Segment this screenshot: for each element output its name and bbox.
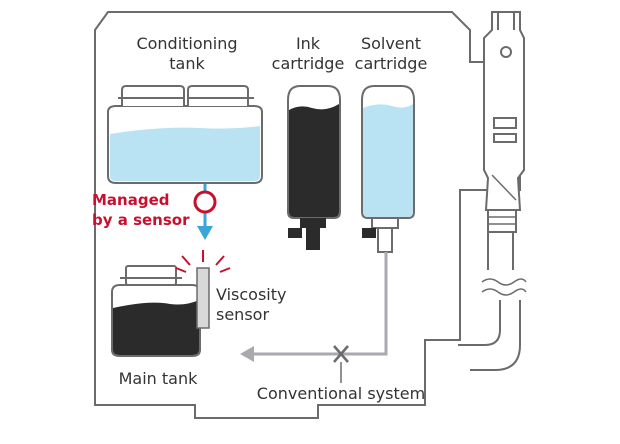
ink-cartridge	[287, 85, 341, 250]
cross-mark	[333, 345, 349, 363]
tube-break-marks	[481, 278, 527, 296]
umbilical-tube-upper	[487, 230, 514, 270]
solvent-cartridge-label: Solvent cartridge	[354, 34, 428, 73]
managed-by-sensor-label: Managed by a sensor	[92, 191, 190, 229]
conventional-pipe	[240, 252, 388, 383]
connector	[487, 209, 517, 233]
conventional-system-label: Conventional system	[256, 384, 426, 403]
conditioning-tank-label: Conditioning tank	[136, 34, 238, 73]
conditioning-tank	[107, 85, 263, 184]
main-tank-label: Main tank	[118, 369, 198, 388]
print-head	[483, 11, 525, 211]
solvent-cartridge	[361, 85, 415, 253]
viscosity-sensor-label: Viscosity sensor	[216, 285, 287, 324]
umbilical-tube	[458, 300, 521, 371]
viscosity-sensor	[175, 250, 231, 329]
main-tank	[111, 265, 201, 357]
managed-flow-arrow	[193, 184, 217, 240]
ink-cartridge-label: Ink cartridge	[271, 34, 345, 73]
